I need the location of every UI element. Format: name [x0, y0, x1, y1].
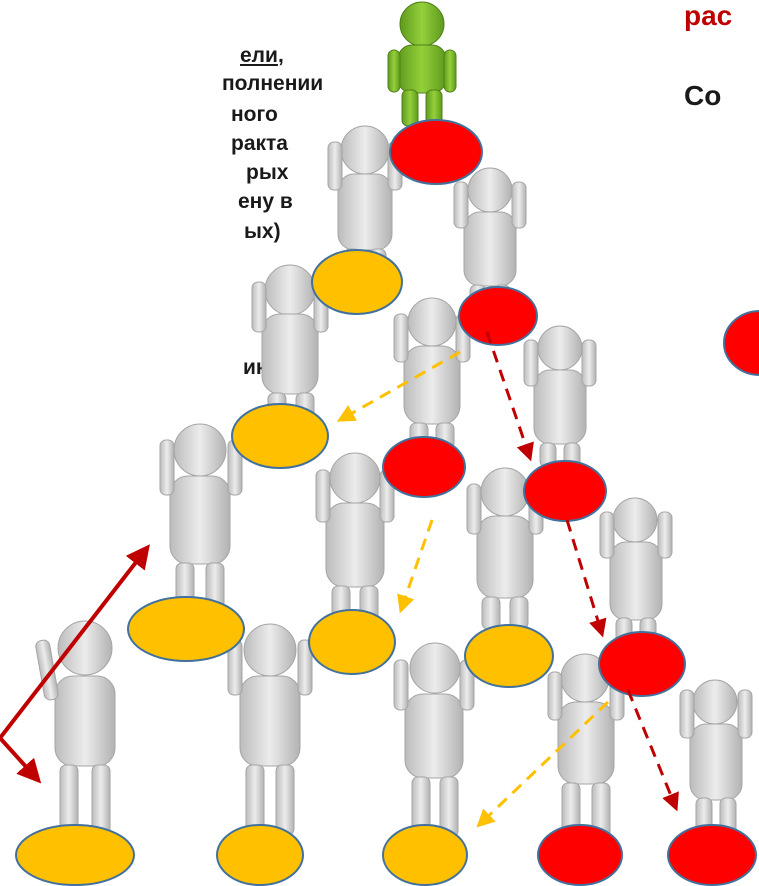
left-text-line-3: ного — [231, 103, 278, 126]
orange-disc — [216, 824, 304, 886]
red-solid-arrow — [0, 544, 150, 740]
figure-person-icon — [679, 679, 753, 841]
red-disc — [382, 436, 466, 498]
red-disc — [458, 286, 538, 346]
left-text-line-6: ену в — [238, 190, 293, 213]
figure-person-icon — [159, 423, 243, 614]
orange-disc — [308, 609, 396, 675]
orange-arrow — [397, 519, 434, 614]
orange-disc — [231, 403, 329, 469]
red-disc — [537, 824, 623, 886]
red-disc — [667, 824, 757, 886]
red-arrow — [565, 519, 607, 638]
orange-disc — [311, 249, 403, 315]
figure-person-icon — [315, 452, 395, 627]
left-text-line-5: рых — [246, 161, 289, 184]
figure-person-icon — [453, 167, 527, 306]
red-solid-arrows — [0, 544, 150, 784]
left-text-line-1: ели, — [240, 44, 284, 68]
figure-person-icon — [35, 620, 116, 836]
red-dashed-arrows — [485, 331, 679, 812]
discs-group — [15, 119, 759, 886]
right-line-partial: Со — [684, 80, 722, 111]
orange-arrow — [476, 700, 610, 828]
orange-dashed-arrows — [336, 350, 610, 828]
leader-figure-icon — [387, 1, 457, 127]
red-solid-arrow — [0, 736, 42, 784]
orange-disc — [15, 824, 135, 886]
figure-person-icon — [393, 642, 475, 838]
left-text-comma: , — [277, 44, 284, 67]
figure-person-icon — [523, 325, 597, 468]
red-arrow — [485, 331, 534, 462]
figure-person-icon — [599, 497, 673, 649]
figure-person-icon — [547, 653, 625, 840]
red-disc — [598, 631, 686, 697]
orange-disc — [382, 824, 468, 886]
figure-person-icon — [227, 623, 313, 836]
left-text-line-4: ракта — [231, 132, 288, 155]
right-heading-partial: рас — [684, 0, 733, 31]
left-text-underlined: ели — [240, 44, 278, 67]
red-disc — [389, 119, 483, 185]
red-disc — [523, 460, 607, 522]
figure-person-icon — [393, 297, 471, 450]
red-disc-partial — [723, 310, 759, 376]
orange-disc — [127, 596, 245, 662]
left-text-line-2: полнении — [222, 72, 324, 95]
red-arrow — [626, 689, 679, 812]
orange-arrow — [336, 350, 461, 422]
left-text-line-7: ых) — [244, 220, 281, 243]
orange-disc — [464, 624, 554, 688]
